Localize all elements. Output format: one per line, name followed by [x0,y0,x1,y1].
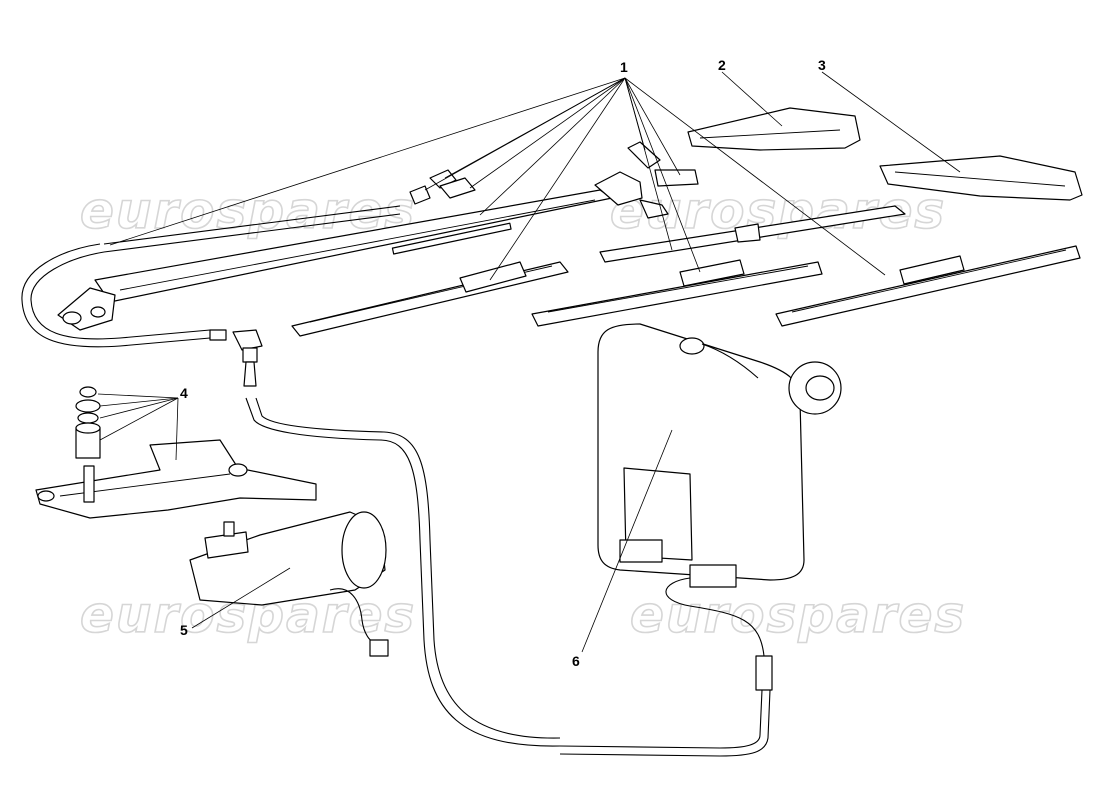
leader-lines [97,71,961,653]
mounting-bracket [35,386,317,519]
callout-5: 5 [180,622,188,638]
wiper-blade-right [775,245,1081,327]
wiper-blade-middle [531,259,823,327]
wiper-blade-left [291,261,569,337]
washer-reservoir [559,323,842,757]
callout-6: 6 [572,653,580,669]
callout-3: 3 [818,57,826,73]
wiper-arm-assembly [21,141,699,387]
spoiler-3 [879,155,1083,201]
callout-1: 1 [620,59,628,75]
callout-labels: 1 2 3 4 5 6 [180,57,826,669]
watermark-bottom-right: eurospares [630,586,966,644]
wiper-motor [189,511,389,657]
spoiler-2 [687,107,861,151]
washer-hose [245,397,561,747]
callout-2: 2 [718,57,726,73]
secondary-wiper-arm [599,205,906,263]
callout-4: 4 [180,385,188,401]
